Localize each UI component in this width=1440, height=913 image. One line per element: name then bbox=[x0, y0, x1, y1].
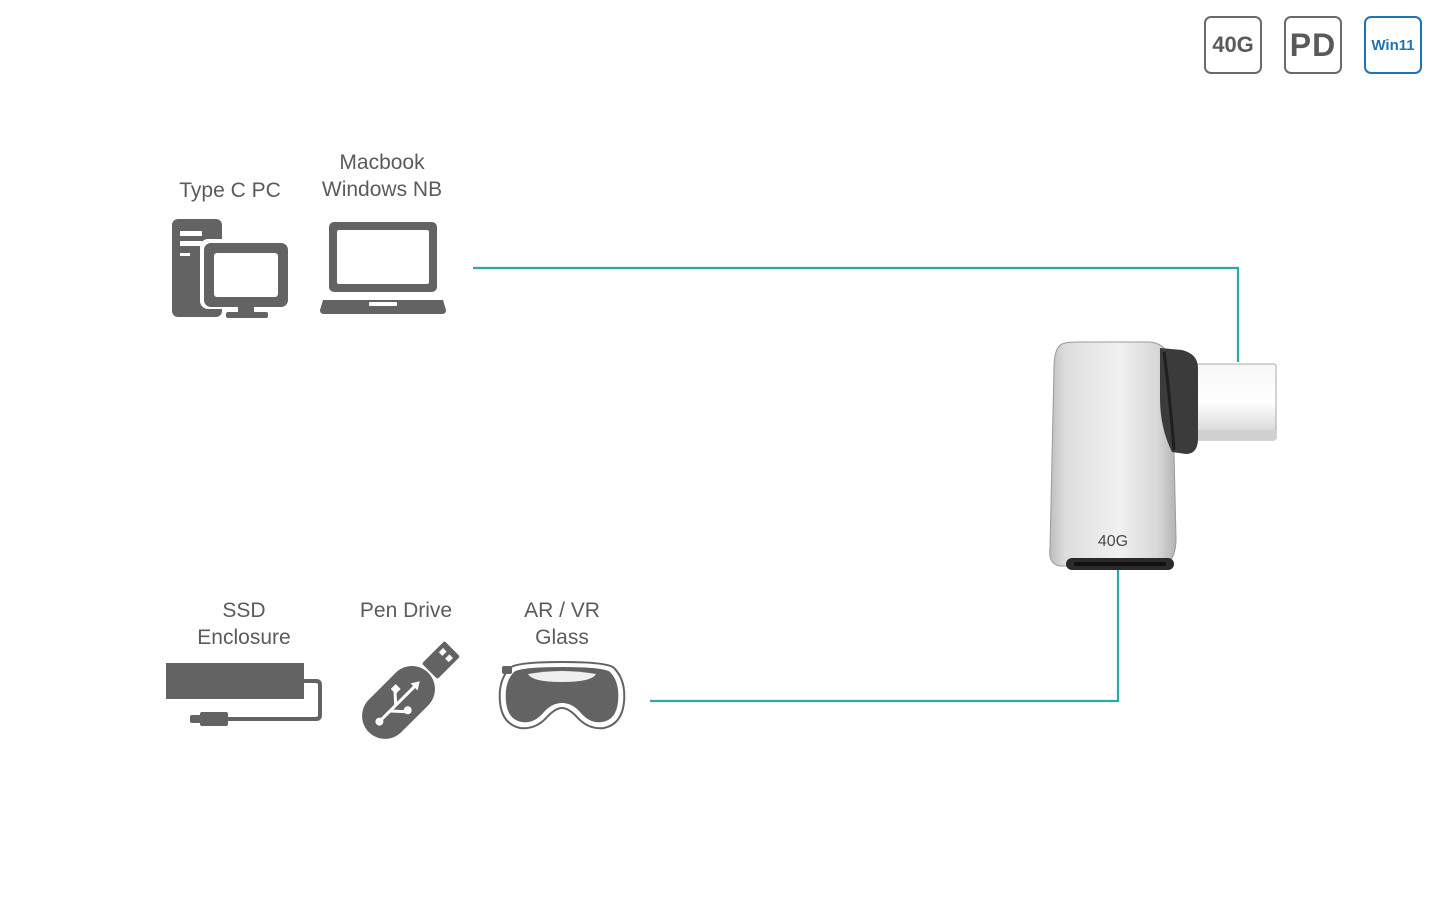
badge-win11: Win11 bbox=[1364, 16, 1422, 74]
label-pen-drive: Pen Drive bbox=[359, 599, 453, 622]
label-ar-vr-glass: AR / VR Glass bbox=[524, 599, 600, 649]
usb-c-right-angle-adapter bbox=[1049, 341, 1277, 570]
device-wire bbox=[650, 566, 1120, 703]
adapter-marking: 40G bbox=[1097, 533, 1129, 550]
laptop-icon bbox=[320, 222, 446, 314]
usb-pen-drive-icon bbox=[362, 641, 460, 739]
label-macbook-windows-nb: Macbook Windows NB bbox=[321, 151, 443, 201]
desktop-pc-icon bbox=[172, 219, 290, 318]
host-wire bbox=[473, 266, 1240, 362]
badge-pd: PD bbox=[1284, 16, 1342, 74]
badge-40g: 40G bbox=[1204, 16, 1262, 74]
label-ssd-enclosure: SSD Enclosure bbox=[197, 599, 291, 649]
ssd-enclosure-icon bbox=[166, 663, 322, 726]
label-type-c-pc: Type C PC bbox=[179, 179, 281, 202]
vr-headset-icon bbox=[498, 660, 626, 730]
